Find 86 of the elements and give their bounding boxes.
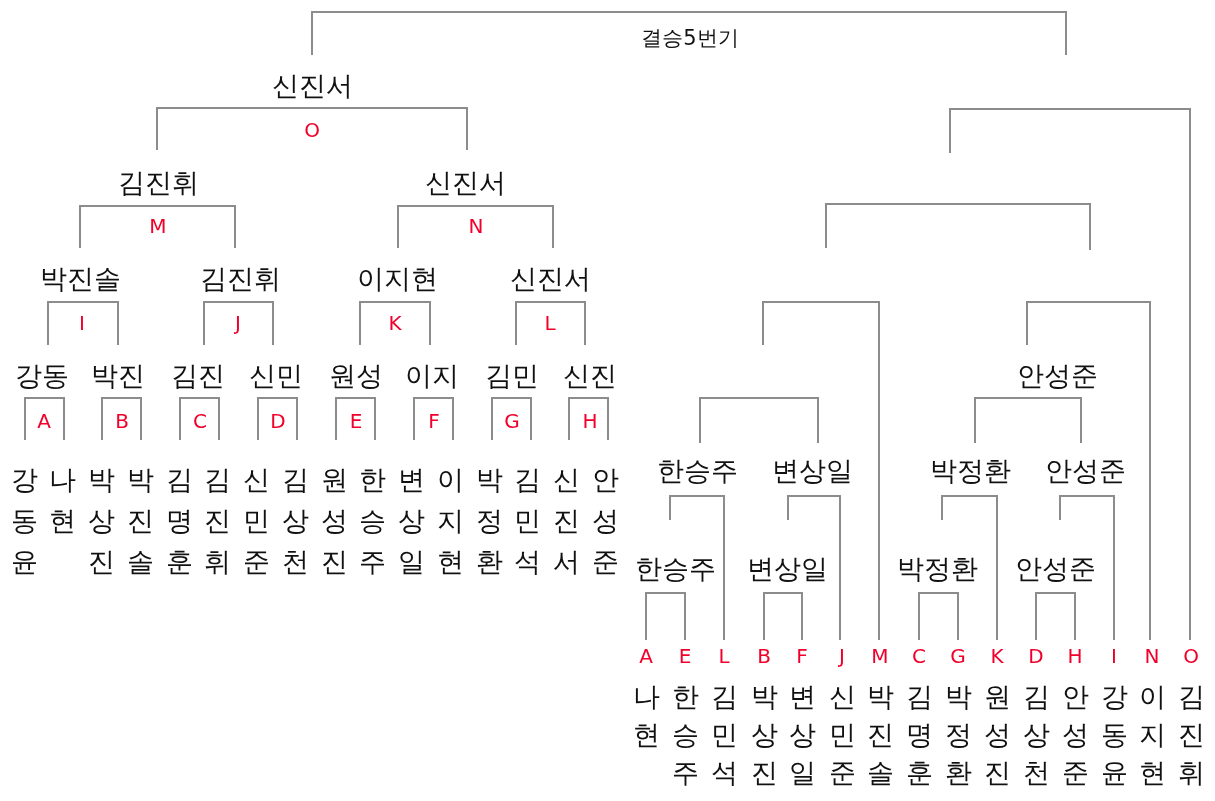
player-name: 나현 [631,680,661,752]
player-name: 한승주 [656,456,738,484]
match-letter: B [757,646,771,666]
player-name: 안성준 [590,463,620,579]
player-name: 박상진 [749,680,779,790]
match-letter: E [349,411,363,431]
player-name: 김민석 [709,680,739,790]
match-letter: C [912,646,926,666]
match-letter: I [79,313,85,333]
match-letter: K [388,313,402,333]
player-name: 이지 [405,361,459,389]
player-name: 박정환 [929,456,1011,484]
player-name: 박진솔 [39,264,121,292]
player-name: 강동 [15,361,69,389]
player-name: 박정환 [474,463,504,579]
player-name: 변상일 [771,456,853,484]
match-letter: A [37,411,51,431]
player-name: 박진 [91,361,145,389]
player-name: 원성진 [319,463,349,579]
player-name: 박진솔 [125,463,155,579]
match-letter: H [1067,646,1083,666]
player-name: 신진서 [424,168,506,196]
player-name: 변상일 [787,680,817,790]
player-name: 김민 [485,361,539,389]
player-name: 신민준 [827,680,857,790]
player-name: 김진휘 [117,168,199,196]
player-name: 신진서 [509,264,591,292]
match-letter: D [1028,646,1044,666]
player-name: 이지현 [1137,680,1167,790]
player-name: 안성준 [1044,456,1126,484]
match-letter: B [115,411,129,431]
match-letter: N [468,216,484,236]
player-name: 신진서 [552,463,581,579]
player-name: 김민석 [513,463,543,579]
match-letter: H [582,411,598,431]
match-letter: K [990,646,1004,666]
player-name: 김상천 [1021,680,1051,790]
player-name: 원성진 [982,680,1012,790]
match-letter: F [428,411,440,431]
player-name: 신진 [563,361,617,389]
match-letter: O [1183,646,1199,666]
match-letter: J [839,646,845,666]
player-name: 한승주 [634,554,716,582]
player-name: 변상일 [746,554,828,582]
player-name: 원성 [329,361,383,389]
player-name: 박정환 [896,554,978,582]
bracket-title: 결승5번기 [641,27,739,49]
player-name: 이지현 [435,463,465,579]
match-letter: F [796,646,808,666]
player-name: 한승주 [358,463,388,579]
player-name: 김명훈 [904,680,934,790]
match-letter: L [544,313,556,333]
match-letter: M [149,216,167,236]
match-letter: O [304,120,320,140]
player-name: 박진솔 [865,680,895,790]
player-name: 변상일 [397,463,426,579]
match-letter: I [1111,646,1117,666]
match-letter: G [504,411,520,431]
player-name: 박정환 [943,680,973,790]
player-name: 김명훈 [164,463,194,579]
player-name: 한승주 [670,680,700,790]
match-letter: G [950,646,966,666]
player-name: 김상천 [280,463,310,579]
player-name: 신민 [249,361,303,389]
player-name: 신민준 [242,463,271,579]
player-name: 박상진 [87,463,116,579]
match-letter: J [235,313,241,333]
player-name: 이지현 [356,264,438,292]
player-name: 신진서 [271,71,353,99]
match-letter: C [193,411,207,431]
player-name: 나현 [48,463,78,538]
match-letter: D [270,411,286,431]
player-name: 김진 [171,361,225,389]
player-name: 강동윤 [1099,680,1129,790]
match-letter: L [718,646,730,666]
player-name: 강동윤 [9,463,39,579]
match-letter: A [639,646,653,666]
player-name: 김진휘 [199,264,281,292]
player-name: 김진휘 [1176,680,1206,790]
match-letter: M [871,646,889,666]
match-letter: N [1144,646,1160,666]
player-name: 안성준 [1014,554,1096,582]
player-name: 안성준 [1060,680,1090,790]
player-name: 안성준 [1016,361,1098,389]
player-name: 김진휘 [203,463,233,579]
match-letter: E [678,646,692,666]
